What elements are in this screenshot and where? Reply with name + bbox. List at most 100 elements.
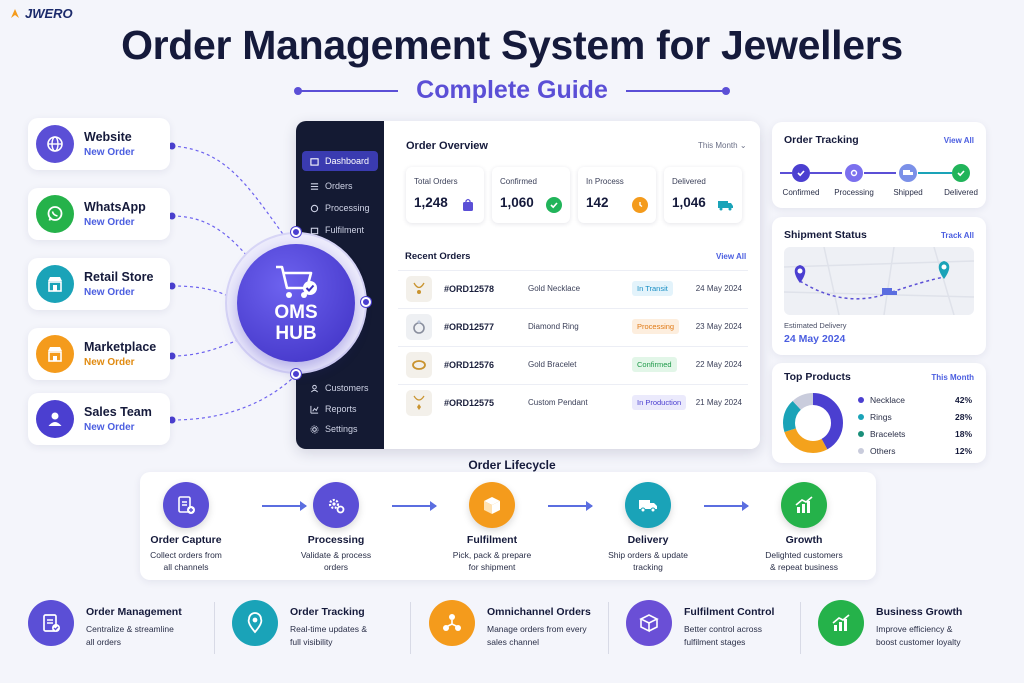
step-name: Growth	[785, 534, 823, 546]
status-badge: In Transit	[632, 281, 673, 296]
feature-desc-line2: full visibility	[290, 637, 333, 647]
refresh-icon	[310, 204, 319, 212]
order-id: #ORD12575	[444, 397, 495, 408]
sidebar-item-reports[interactable]: Reports	[302, 399, 378, 419]
whatsapp-icon	[36, 195, 74, 233]
table-row[interactable]: #ORD12575 Custom Pendant In Production 2…	[398, 384, 748, 420]
order-form-icon	[163, 482, 209, 528]
hub-node-top	[291, 227, 301, 237]
legend-swatch	[858, 414, 864, 420]
divider	[214, 602, 215, 654]
order-date: 22 May 2024	[695, 360, 742, 369]
subtitle-line-left	[294, 86, 399, 95]
estimated-delivery-label: Estimated Delivery	[784, 321, 847, 330]
store-icon	[36, 265, 74, 303]
top-products-period[interactable]: This Month	[931, 373, 974, 382]
estimated-delivery-date: 24 May 2024	[784, 333, 846, 345]
channel-name: Retail Store	[84, 270, 154, 284]
shipment-map[interactable]	[784, 247, 974, 315]
tracking-step-label: Shipped	[893, 188, 923, 197]
sidebar-item-label: Orders	[325, 181, 353, 191]
logo-text: JWERO	[25, 6, 73, 21]
legend-label: Necklace	[870, 395, 905, 405]
step-desc-line2: tracking	[633, 562, 663, 572]
channel-name: Marketplace	[84, 340, 157, 354]
legend-label: Others	[870, 446, 896, 456]
arrow-right-icon	[704, 501, 749, 511]
check-icon	[952, 164, 970, 182]
sidebar-item-label: Fulfilment	[325, 225, 365, 235]
channel-status: New Order	[84, 147, 135, 158]
tracking-step-confirmed: Confirmed	[771, 164, 831, 197]
hub-title-line2: HUB	[275, 323, 317, 344]
legend-value: 18%	[954, 429, 972, 439]
top-products-donut-chart	[783, 393, 843, 453]
order-date: 24 May 2024	[695, 284, 742, 293]
hub-title-line1: OMS	[274, 302, 318, 323]
feature-desc-line1: Manage orders from every	[487, 624, 587, 634]
recent-orders-title: Recent Orders	[405, 251, 471, 262]
order-id: #ORD12578	[444, 283, 495, 294]
overview-title: Order Overview	[406, 140, 488, 152]
recent-orders-view-all-link[interactable]: View All	[716, 252, 747, 261]
gears-icon	[313, 482, 359, 528]
table-row[interactable]: #ORD12576 Gold Bracelet Confirmed 22 May…	[398, 346, 748, 382]
feature-desc-line1: Improve efficiency &	[876, 624, 953, 634]
gear-icon	[845, 164, 863, 182]
channel-name: Sales Team	[84, 405, 152, 419]
hub-node-bottom	[291, 369, 301, 379]
track-all-link[interactable]: Track All	[940, 231, 974, 240]
step-desc-line2: orders	[323, 562, 349, 572]
sidebar-item-label: Reports	[325, 404, 357, 414]
truck-icon	[718, 197, 734, 213]
feature-name: Business Growth	[876, 606, 963, 618]
table-row[interactable]: #ORD12578 Gold Necklace In Transit 24 Ma…	[398, 270, 748, 306]
location-pin-icon	[232, 600, 278, 646]
globe-icon	[36, 125, 74, 163]
subtitle-line-right	[625, 86, 730, 95]
growth-chart-icon	[781, 482, 827, 528]
table-row[interactable]: #ORD12577 Diamond Ring Processing 23 May…	[398, 308, 748, 344]
legend-swatch	[858, 397, 864, 403]
sidebar-item-label: Dashboard	[325, 156, 370, 166]
check-icon	[792, 164, 810, 182]
brand-logo: JWERO	[8, 6, 73, 21]
sidebar-item-processing[interactable]: Processing	[302, 198, 378, 218]
subtitle-row: Complete Guide	[0, 76, 1024, 105]
lifecycle-step-growth: Growth Delighted customers& repeat busin…	[744, 482, 864, 573]
channel-name: Website	[84, 130, 132, 144]
necklace-icon	[406, 275, 432, 302]
top-products-panel: Top Products This Month Necklace 42% Rin…	[772, 363, 986, 463]
sidebar-item-orders[interactable]: Orders	[302, 176, 378, 196]
feature-desc-line2: fulfilment stages	[684, 637, 746, 647]
stat-value: 1,046	[672, 195, 706, 210]
period-label: This Month	[698, 141, 738, 150]
status-badge: In Production	[632, 395, 687, 410]
arrow-right-icon	[548, 501, 593, 511]
legend-label: Rings	[870, 412, 892, 422]
sidebar-item-label: Processing	[325, 203, 370, 213]
sidebar-item-customers[interactable]: Customers	[302, 378, 378, 398]
bracelet-icon	[406, 351, 432, 378]
sidebar-item-settings[interactable]: Settings	[302, 419, 378, 439]
feature-desc-line2: boost customer loyalty	[876, 637, 961, 647]
stat-label: In Process	[586, 177, 624, 186]
channel-status: New Order	[84, 422, 135, 433]
feature-desc-line1: Centralize & streamline	[86, 624, 174, 634]
period-dropdown[interactable]: This Month ⌄	[698, 141, 747, 150]
order-tracking-title: Order Tracking	[784, 134, 859, 146]
hub-node-right	[361, 297, 371, 307]
legend-item-bracelets: Bracelets	[858, 429, 905, 439]
tracking-view-all-link[interactable]: View All	[943, 136, 974, 145]
home-icon	[310, 157, 319, 166]
arrow-right-icon	[392, 501, 437, 511]
sidebar-item-dashboard[interactable]: Dashboard	[302, 151, 378, 171]
sidebar-item-fulfilment[interactable]: Fulfilment	[302, 220, 378, 240]
